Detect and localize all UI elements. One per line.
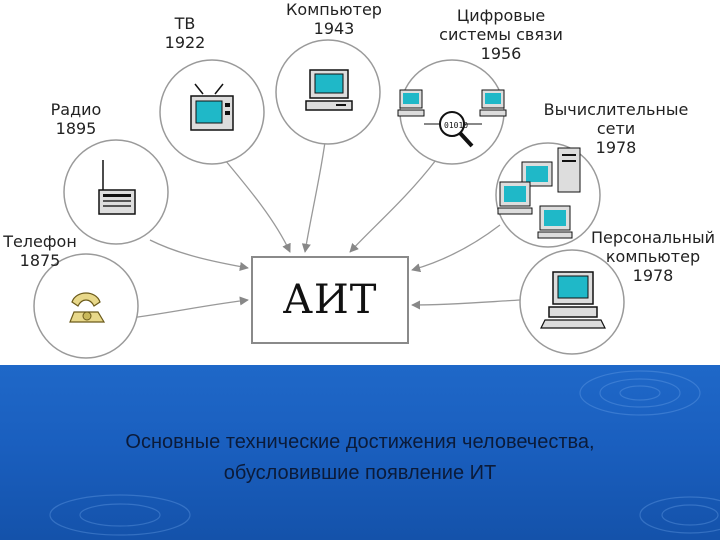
label-digital-year: 1956 bbox=[480, 44, 522, 63]
label-computer-name: Компьютер bbox=[286, 0, 382, 19]
computer-icon bbox=[305, 69, 353, 111]
radio-icon bbox=[98, 160, 136, 215]
label-phone-name: Телефон bbox=[3, 232, 77, 251]
label-phone: Телефон 1875 bbox=[0, 232, 80, 270]
label-pc-year: 1978 bbox=[632, 266, 674, 285]
caption-line-2: обусловившие появление ИТ bbox=[223, 462, 497, 484]
arrow-networks bbox=[411, 224, 501, 273]
label-tv: ТВ 1922 bbox=[155, 14, 215, 52]
telephone-icon bbox=[69, 292, 106, 323]
arrow-radio bbox=[149, 239, 249, 272]
label-phone-year: 1875 bbox=[19, 251, 61, 270]
tv-icon bbox=[190, 83, 234, 131]
label-networks-year: 1978 bbox=[595, 138, 637, 157]
label-pc-name-2: компьютер bbox=[605, 247, 701, 266]
label-pc-name-1: Персональный bbox=[590, 228, 716, 247]
label-digital-name-2: системы связи bbox=[439, 25, 563, 44]
label-pc: Персональный компьютер 1978 bbox=[586, 228, 720, 285]
center-box: АИТ bbox=[251, 256, 409, 344]
node-circle-phone bbox=[33, 253, 139, 359]
label-computer-year: 1943 bbox=[313, 19, 355, 38]
caption: Основные технические достижения человече… bbox=[0, 427, 720, 489]
arrow-tv bbox=[224, 159, 291, 253]
label-tv-year: 1922 bbox=[164, 33, 206, 52]
diagram-canvas: 01010 bbox=[33, 39, 625, 359]
label-digital-name-1: Цифровые bbox=[456, 6, 546, 25]
label-digital: Цифровые системы связи 1956 bbox=[428, 6, 574, 63]
label-radio: Радио 1895 bbox=[36, 100, 116, 138]
personal-computer-icon bbox=[540, 271, 606, 329]
network-magnifier-icon: 01010 bbox=[397, 89, 507, 148]
arrow-pc bbox=[411, 299, 521, 310]
computer-network-icon bbox=[497, 147, 581, 239]
label-networks-name-1: Вычислительные bbox=[543, 100, 689, 119]
caption-line-1: Основные технические достижения человече… bbox=[125, 431, 595, 453]
label-networks-name-2: сети bbox=[596, 119, 636, 138]
water-ripple-decoration bbox=[49, 370, 720, 536]
caption-panel: Основные технические достижения человече… bbox=[0, 365, 720, 540]
center-label: АИТ bbox=[282, 277, 378, 323]
diagram: 01010 bbox=[0, 0, 720, 359]
label-computer: Компьютер 1943 bbox=[274, 0, 394, 38]
digital-code-text: 01010 bbox=[444, 121, 468, 130]
label-tv-name: ТВ bbox=[174, 14, 196, 33]
label-radio-name: Радио bbox=[50, 100, 102, 119]
label-radio-year: 1895 bbox=[55, 119, 97, 138]
arrow-digital bbox=[349, 159, 437, 253]
label-networks: Вычислительные сети 1978 bbox=[538, 100, 694, 157]
